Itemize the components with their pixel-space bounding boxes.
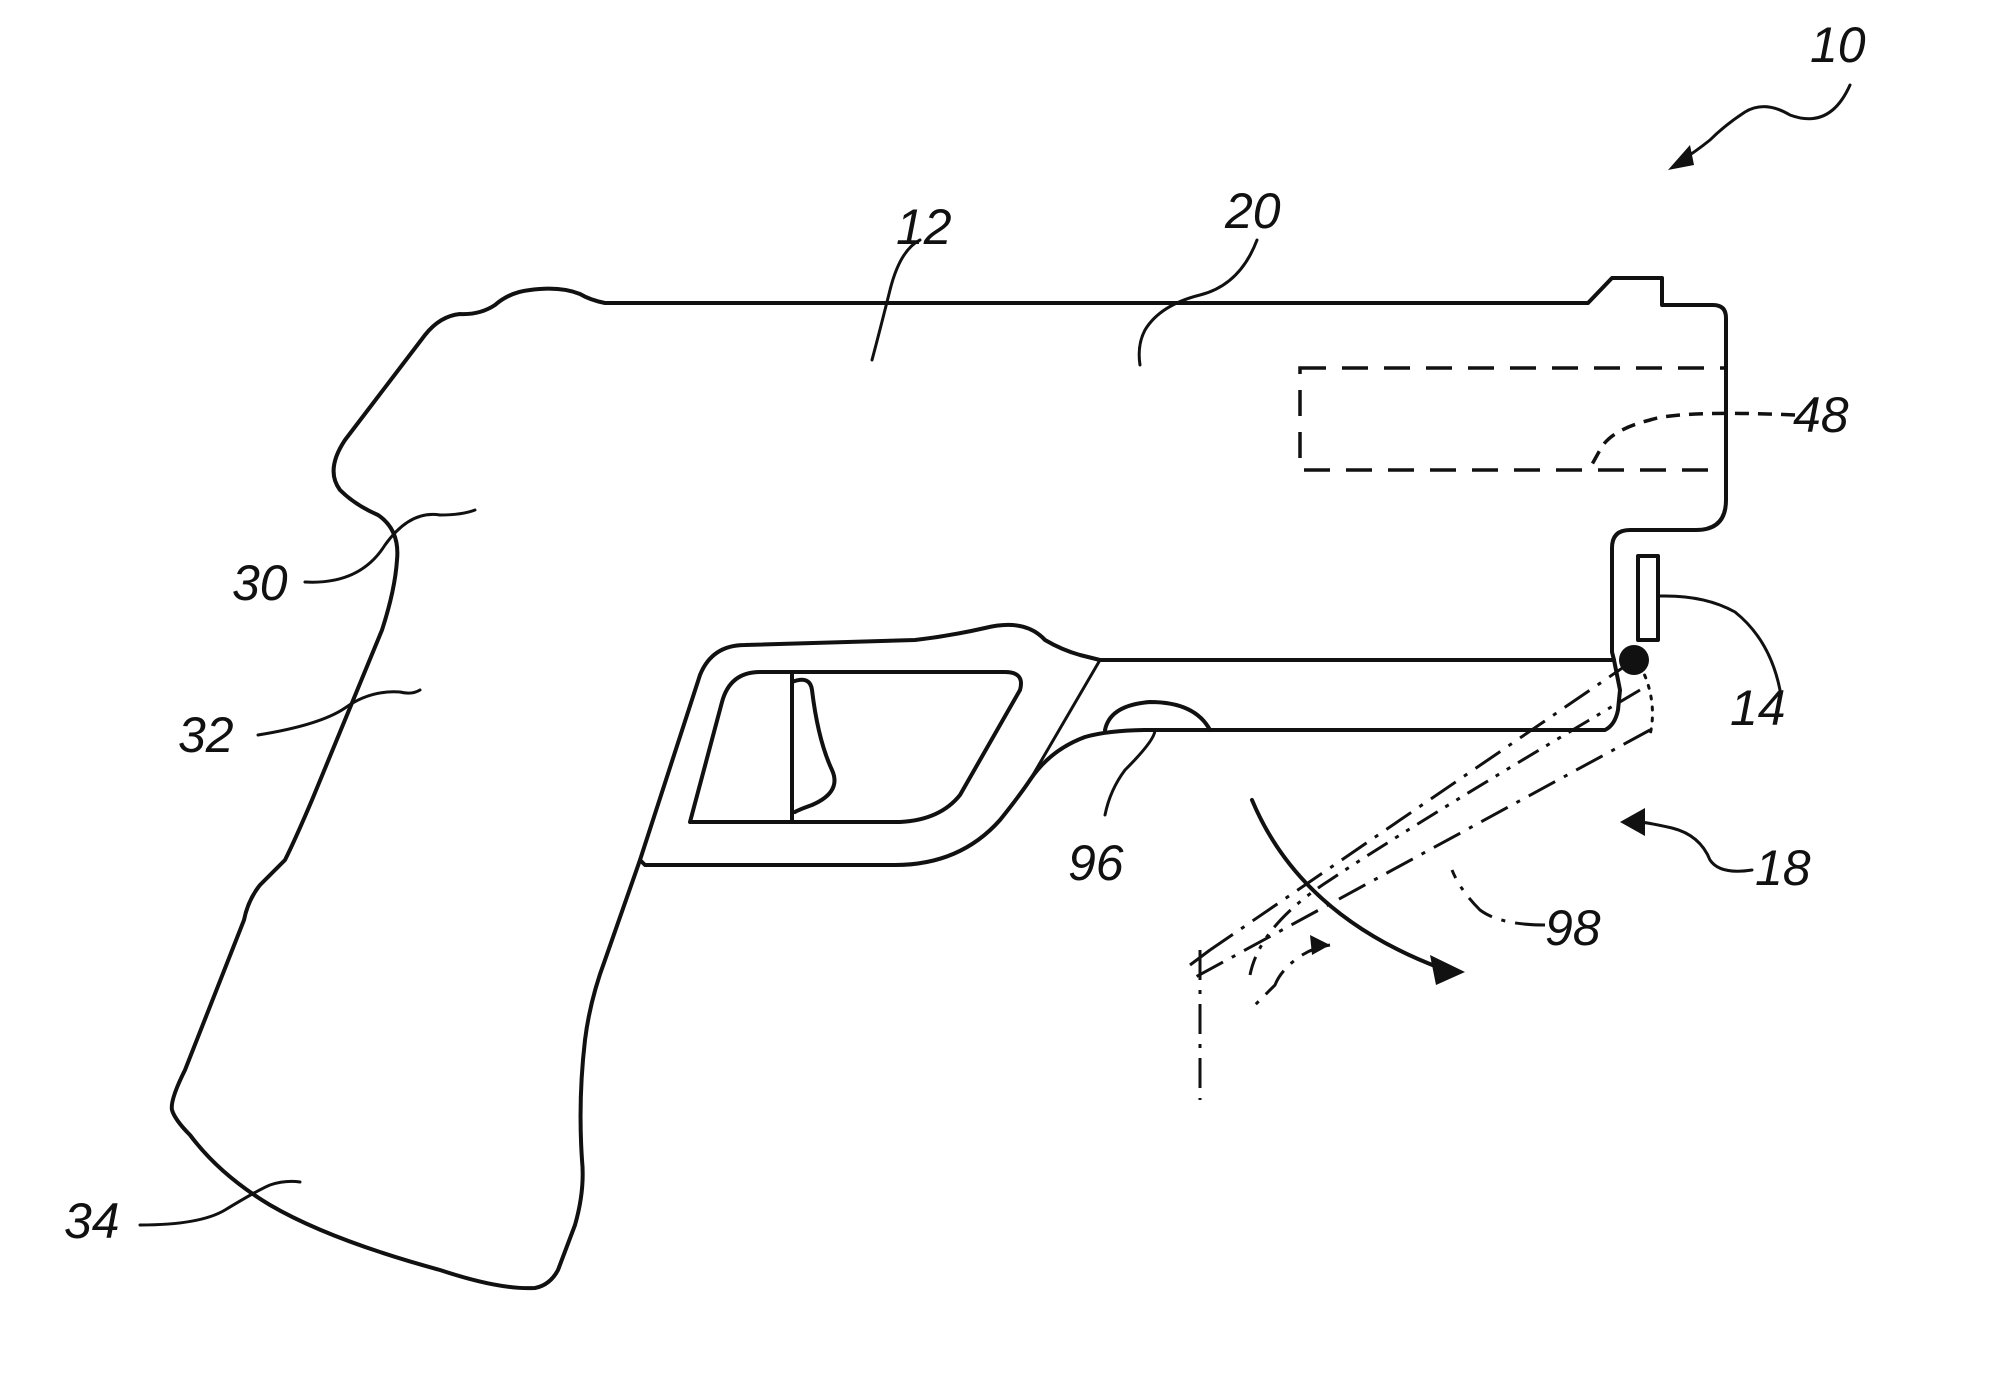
label-32: 32 xyxy=(178,707,234,763)
label-98: 98 xyxy=(1545,900,1601,956)
trigger xyxy=(792,675,835,822)
label-14: 14 xyxy=(1730,680,1786,736)
housing-outline xyxy=(172,278,1726,1288)
leader-18-arrowhead-icon xyxy=(1620,808,1645,836)
control-button xyxy=(1105,702,1210,730)
leader-98 xyxy=(1452,870,1545,925)
label-48: 48 xyxy=(1793,387,1849,443)
beam-phantom-line-5 xyxy=(1640,665,1652,735)
label-34: 34 xyxy=(64,1193,120,1249)
label-18: 18 xyxy=(1755,840,1811,896)
inner-arrowhead-icon xyxy=(1310,935,1330,955)
emitter-window xyxy=(1638,556,1658,640)
leader-18 xyxy=(1640,822,1752,871)
rotation-arrow xyxy=(1252,800,1440,968)
leader-10-arrowhead-icon xyxy=(1668,145,1694,170)
leader-34 xyxy=(140,1181,300,1225)
leader-48 xyxy=(1590,413,1795,468)
leader-30 xyxy=(305,510,475,582)
label-20: 20 xyxy=(1224,183,1281,239)
leader-12 xyxy=(872,240,920,360)
leader-96 xyxy=(1105,730,1155,815)
trigger-guard-outer xyxy=(640,625,1614,860)
label-10: 10 xyxy=(1810,17,1866,73)
label-30: 30 xyxy=(232,555,288,611)
leader-32 xyxy=(258,690,420,735)
internal-module-dashed xyxy=(1300,368,1726,470)
frame-rail xyxy=(1030,660,1100,780)
label-12: 12 xyxy=(896,199,952,255)
rotation-arrowhead-icon xyxy=(1430,955,1465,985)
trigger-guard-opening xyxy=(690,672,1021,822)
leader-14 xyxy=(1660,596,1780,690)
beam-phantom-hook xyxy=(1252,945,1330,1008)
label-96: 96 xyxy=(1068,835,1124,891)
leader-10 xyxy=(1682,85,1850,160)
